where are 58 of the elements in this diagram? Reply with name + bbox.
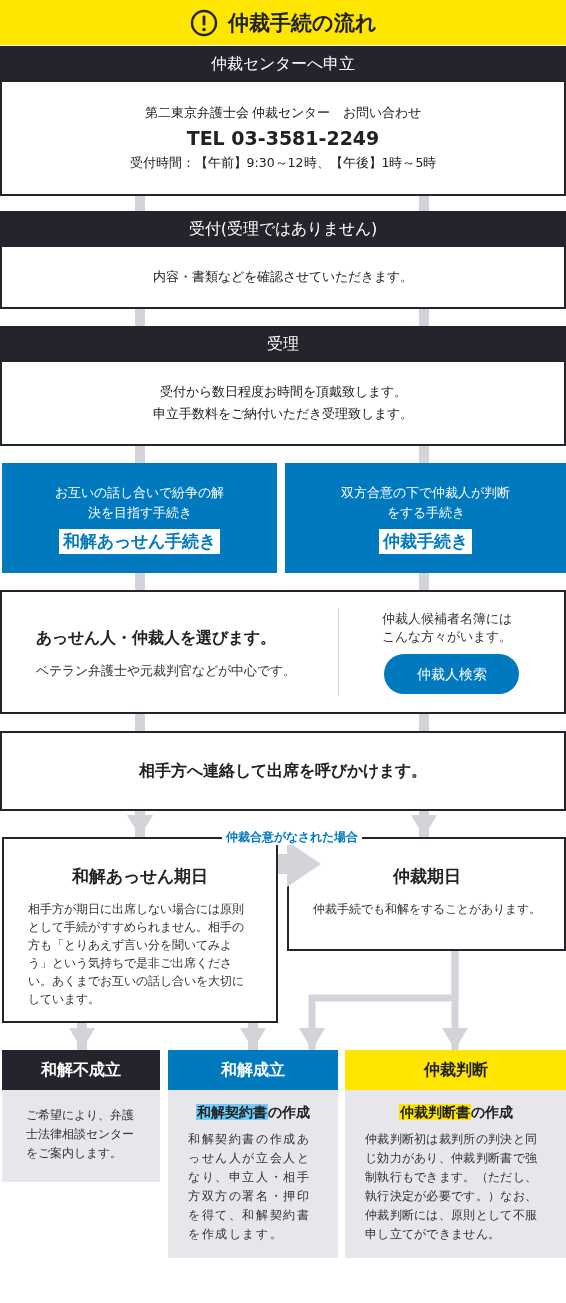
process-box: [0, 326, 566, 446]
connector: [419, 309, 429, 326]
box-header: 受付(受理ではありません): [0, 211, 566, 247]
arrow: [411, 811, 437, 837]
subtitle-text: の作成: [470, 1104, 513, 1120]
connector: [419, 446, 429, 463]
phone-number: TEL 03-3581-2249: [186, 127, 380, 149]
procedure-label: 和解あっせん手続き: [59, 528, 220, 554]
procedure-box: [2, 463, 277, 573]
connector: [135, 714, 145, 731]
process-box: [0, 590, 566, 714]
body-text: ベテラン弁護士や元裁判官などが中心です。: [36, 663, 296, 680]
connector: [419, 196, 429, 211]
heading: 仲裁期日: [391, 865, 462, 888]
search-button: 仲裁人検索: [384, 654, 519, 694]
body-text: 仲裁手続でも和解をすることがあります。: [311, 901, 542, 918]
body-text: ご希望により、弁護士法律相談センターをご案内します。: [26, 1107, 135, 1162]
result-box: [345, 1050, 566, 1258]
heading: 和解あっせん期日: [71, 865, 209, 888]
body-text: 受付時間：【午前】9:30～12時、【午後】1時～5時: [129, 154, 437, 172]
connector: [135, 196, 145, 211]
body-text: 仲裁人候補者名簿にはこんな方々がいます。: [382, 610, 513, 646]
procedure-label: 仲裁手続き: [379, 528, 472, 554]
box-header: 受理: [0, 326, 566, 362]
body-text: お互いの話し合いで紛争の解決を目指す手続き: [54, 483, 225, 522]
connector: [419, 573, 429, 590]
highlighted-term: 仲裁判断書: [398, 1104, 471, 1120]
highlighted-term: 和解契約書: [196, 1104, 268, 1120]
connector: [135, 309, 145, 326]
arrow: [127, 811, 153, 837]
body-text: 仲裁判断初は裁判所の判決と同じ効力があり、仲裁判断書で強制執行もできます。（ただし、執行決定が必要です。）なお、仲裁判断には、原則として不服申し立てができません。: [365, 1131, 539, 1243]
body-text: 申立手数料をご納付いただき受理致します。: [153, 405, 413, 423]
heading: あっせん人・仲裁人を選びます。: [36, 628, 276, 649]
process-box: [0, 46, 566, 196]
arrow: [240, 1023, 266, 1050]
arrow: [69, 1023, 95, 1050]
body-text: 双方合意の下で仲裁人が判断をする手続き: [340, 483, 511, 522]
body-text: 和解契約書の作成あっせん人が立会人となり、申立人・相手方双方の署名・押印を得て、和解契約書を作成します。: [188, 1131, 312, 1243]
body-text: 第二東京弁護士会 仲裁センター お問い合わせ: [144, 104, 422, 122]
connector: [135, 573, 145, 590]
connector: [135, 446, 145, 463]
result-box: [168, 1050, 338, 1258]
connector: [419, 714, 429, 731]
body-text: 内容・書類などを確認させていただきます。: [153, 268, 413, 286]
box-header: 仲裁センターへ申立: [0, 46, 566, 82]
body-text: 受付から数日程度お時間を頂戴致します。: [159, 383, 407, 401]
process-box: [0, 731, 566, 811]
body-text: 相手方が期日に出席しない場合には原則として手続がすすめられません。相手の方も「とりあえず言い分を聞いてみよう」という気持ちで是非ご出席ください。あくまでお互いの話し合いを大切にしています。: [28, 901, 245, 1008]
procedure-box: [285, 463, 566, 573]
box-header: 仲裁判断: [345, 1050, 566, 1090]
subtitle-text: の作成: [268, 1104, 310, 1120]
box-header: 和解成立: [168, 1050, 338, 1090]
title: 仲裁手続の流れ: [227, 9, 377, 37]
process-box: [0, 211, 566, 309]
box-header: 和解不成立: [2, 1050, 160, 1090]
edge-label: 仲裁合意がなされた場合: [222, 829, 362, 845]
result-box: [2, 1050, 160, 1182]
heading: 相手方へ連絡して出席を呼びかけます。: [139, 760, 427, 782]
